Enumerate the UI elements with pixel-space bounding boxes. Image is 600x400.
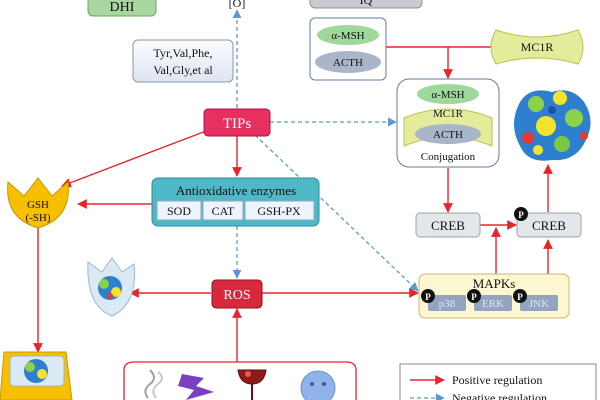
hormone-box: α-MSH ACTH xyxy=(309,17,387,81)
conjugation-amsh-label: α-MSH xyxy=(431,89,464,101)
gsh-protein-complex-icon xyxy=(0,351,73,400)
creb-phospho-icon: P xyxy=(518,210,524,220)
mc1r-label: MC1R xyxy=(521,40,554,54)
conjugation-label: Conjugation xyxy=(421,151,476,163)
iq-label: IQ xyxy=(360,0,373,7)
jnk-label: JNK xyxy=(529,298,549,310)
smoke-icon xyxy=(144,369,163,399)
cat-label: CAT xyxy=(212,204,235,218)
creb-box: CREB xyxy=(415,212,481,238)
face-icon xyxy=(300,370,336,400)
stimuli-group xyxy=(123,361,357,400)
oxygen-label: [O] xyxy=(229,0,246,10)
mapks-title: MAPKs xyxy=(473,276,516,291)
erk-label: ERK xyxy=(482,298,504,310)
phosphorylated-creb-box: CREB P xyxy=(514,207,582,238)
creb-label: CREB xyxy=(431,218,465,233)
protein-structure-icon xyxy=(514,90,591,161)
p38-label: p38 xyxy=(439,298,456,310)
gsh-sh-label: (-SH) xyxy=(25,212,50,224)
hormone-acth-label: ACTH xyxy=(333,57,363,69)
lightning-icon xyxy=(178,374,214,400)
pcreb-label: CREB xyxy=(532,218,566,233)
jnk-phospho-icon: P xyxy=(517,292,523,302)
amino-acids-line2: Val,Gly,et al xyxy=(153,63,213,77)
p38-phospho-icon: P xyxy=(425,292,431,302)
legend-negative-label: Negative regulation xyxy=(452,391,547,400)
conjugation-acth-label: ACTH xyxy=(433,129,463,141)
gsh-label: GSH xyxy=(27,199,49,211)
protein-cup-icon xyxy=(87,257,136,317)
gsh-shape: GSH (-SH) xyxy=(7,177,69,229)
dhi-label: DHI xyxy=(110,0,135,15)
tips-to-mapks-arrow xyxy=(254,134,419,292)
antioxidative-title: Antioxidative enzymes xyxy=(176,183,296,198)
sod-label: SOD xyxy=(167,204,191,218)
mapks-box: MAPKs p38 ERK JNK P P P xyxy=(418,273,570,319)
amino-acids-box: Tyr,Val,Phe, Val,Gly,et al xyxy=(132,39,234,83)
hormone-amsh-label: α-MSH xyxy=(331,30,364,42)
antioxidative-enzymes-box: Antioxidative enzymes SOD CAT GSH-PX xyxy=(151,177,320,227)
legend-positive-label: Positive regulation xyxy=(452,373,542,387)
dhi-box: DHI xyxy=(87,0,157,17)
amino-acids-line1: Tyr,Val,Phe, xyxy=(153,46,212,60)
conjugation-box: α-MSH MC1R ACTH Conjugation xyxy=(396,78,500,168)
iq-box: IQ xyxy=(309,0,423,9)
wine-glass-icon xyxy=(237,369,267,400)
ros-box: ROS xyxy=(211,279,263,309)
legend: Positive regulation Negative regulation xyxy=(399,363,597,400)
mc1r-receptor: MC1R xyxy=(490,29,584,65)
conjugation-mc1r-label: MC1R xyxy=(433,108,464,120)
tips-to-gsh-arrow xyxy=(61,130,207,188)
tips-label: TIPs xyxy=(223,116,252,132)
ros-label: ROS xyxy=(223,288,250,303)
erk-phospho-icon: P xyxy=(471,292,477,302)
gsh-px-label: GSH-PX xyxy=(257,204,301,218)
tips-box: TIPs xyxy=(203,108,271,137)
